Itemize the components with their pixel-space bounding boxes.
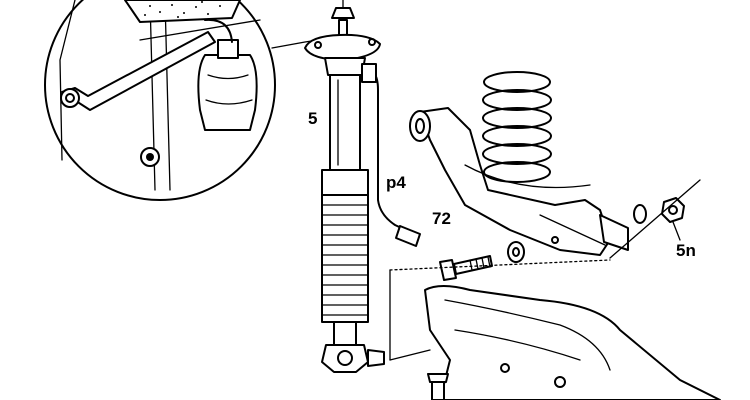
spring-coil-1 — [483, 71, 551, 93]
label-control-arm: 72 — [432, 209, 451, 228]
subframe-stud-nut — [427, 373, 449, 383]
mount-hole-right — [368, 38, 376, 46]
bolt-head — [439, 259, 457, 281]
label-nut: 5n — [676, 241, 696, 260]
spring-coil-2 — [482, 89, 552, 111]
hardware — [439, 197, 685, 281]
inset-mount-top — [124, 0, 241, 23]
hydraulic-line — [361, 68, 411, 233]
dust-boot — [321, 194, 369, 323]
arm-bushing-hole — [415, 118, 425, 134]
washer-left-hole — [512, 247, 520, 257]
coil-spring — [482, 71, 552, 183]
lower-eye-hole — [337, 350, 353, 366]
detail-inset — [44, 0, 319, 201]
inset-panel-edge-4 — [139, 19, 261, 41]
control-arm — [409, 107, 629, 256]
subframe — [424, 285, 721, 400]
inset-panel-edge-3 — [164, 0, 171, 191]
inset-shock-body — [197, 54, 258, 131]
nut-hole — [668, 205, 678, 215]
spring-coil-5 — [482, 143, 552, 165]
lower-eye — [321, 344, 369, 373]
lower-bushing — [367, 349, 385, 367]
spring-coil-3 — [482, 107, 552, 129]
mount-hole-left — [314, 41, 322, 49]
inset-stipple — [144, 1, 221, 18]
inset-hook — [204, 18, 233, 43]
lower-rod — [333, 321, 357, 346]
washer-right — [633, 204, 647, 224]
subframe-edge — [444, 299, 611, 371]
nut-leader — [672, 221, 681, 241]
washer-left — [507, 241, 525, 263]
top-nut — [331, 7, 355, 19]
subframe-rib — [454, 329, 581, 361]
arm-rear-mount — [599, 214, 629, 251]
line-fitting-top — [361, 63, 377, 83]
assembly-lines — [389, 179, 701, 361]
inset-shock-ring-2 — [205, 99, 253, 105]
arm-spring-seat — [464, 164, 591, 189]
wrench-icon — [61, 31, 216, 111]
upper-tube — [329, 74, 361, 171]
wrench-ring — [60, 88, 80, 108]
shock-absorber — [304, 0, 421, 373]
boot-ribs — [321, 204, 369, 316]
spring-coil-6 — [483, 161, 551, 183]
label-line: p4 — [386, 173, 406, 192]
label-shock-absorber: 5 — [308, 109, 317, 128]
arm-hole — [551, 236, 559, 244]
spring-coil-4 — [482, 125, 552, 147]
subframe-hole-2 — [554, 376, 566, 388]
upper-stud — [338, 19, 348, 36]
inset-panel-edge — [59, 0, 76, 161]
wrench-ring-hole — [65, 93, 75, 103]
arm-rib — [539, 214, 606, 246]
arm-bushing-front — [409, 110, 431, 142]
upper-collar — [324, 57, 366, 76]
inset-circle — [44, 0, 276, 201]
lower-collar — [321, 169, 369, 196]
inset-shock-ring — [207, 74, 249, 80]
inset-bolt-center — [146, 153, 154, 161]
subframe-hole — [500, 363, 510, 373]
subframe-body — [424, 285, 721, 400]
line-fitting-bottom — [395, 225, 421, 247]
nut-5n — [661, 197, 685, 223]
inset-shock-nut — [217, 39, 239, 59]
